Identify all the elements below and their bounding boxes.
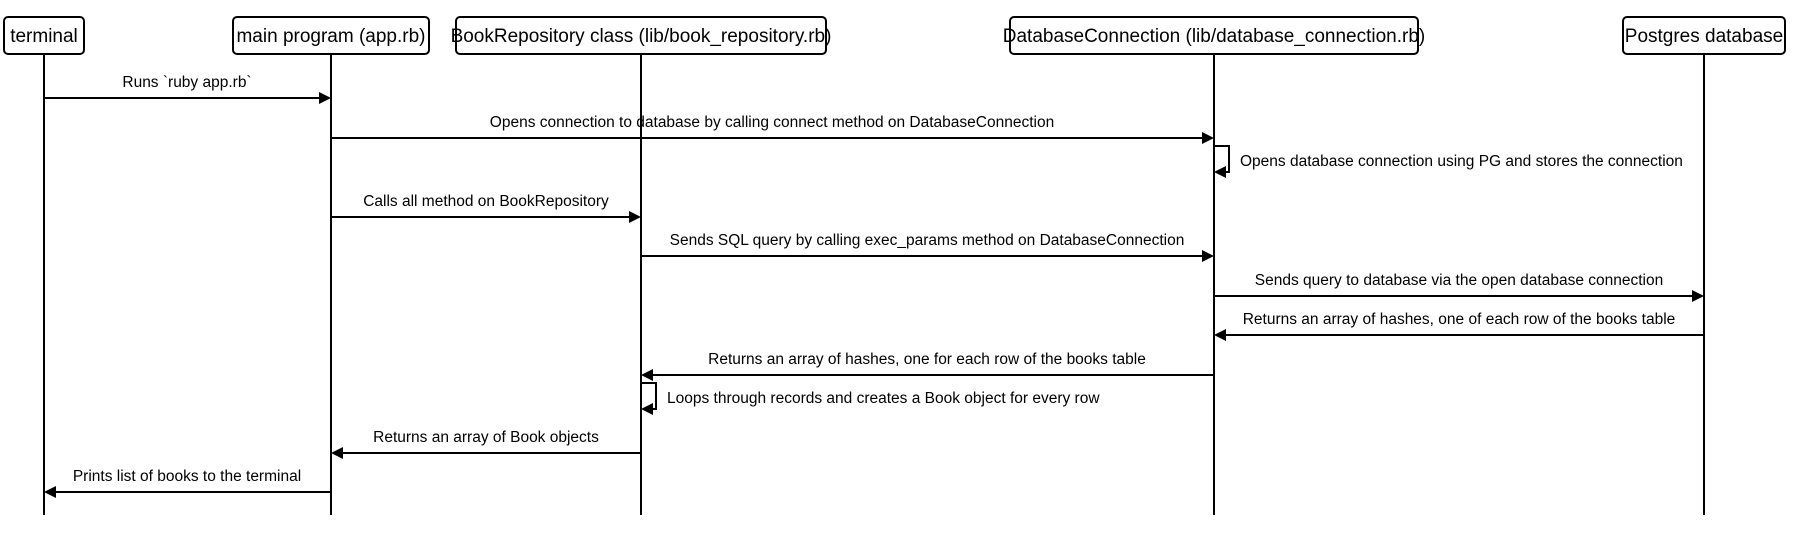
message-print-books: Prints list of books to the terminal — [44, 468, 331, 498]
self-loop-line-loop-records — [641, 382, 657, 410]
arrowhead-return-hashes-repo — [641, 369, 653, 381]
participant-terminal: terminal — [3, 16, 85, 55]
message-label-call-all: Calls all method on BookRepository — [363, 193, 609, 210]
arrowhead-print-books — [44, 486, 56, 498]
participant-app: main program (app.rb) — [232, 16, 430, 55]
participant-postgres: Postgres database — [1622, 16, 1786, 55]
message-label-pg-connect: Opens database connection using PG and s… — [1240, 153, 1683, 170]
participant-label-app: main program (app.rb) — [236, 26, 425, 47]
message-open-connection: Opens connection to database by calling … — [331, 114, 1214, 144]
message-loop-records-self: Loops through records and creates a Book… — [641, 382, 1100, 415]
arrowhead-send-query — [1692, 290, 1704, 302]
arrowhead-return-hashes-db — [1214, 329, 1226, 341]
arrowhead-loop-records — [641, 403, 653, 415]
arrowhead-run-app — [319, 92, 331, 104]
message-call-all: Calls all method on BookRepository — [331, 193, 641, 223]
message-label-return-hashes-repo: Returns an array of hashes, one for each… — [708, 351, 1146, 368]
participant-label-postgres: Postgres database — [1625, 26, 1783, 47]
participant-dbconn: DatabaseConnection (lib/database_connect… — [1003, 16, 1426, 55]
arrowhead-exec-params — [1202, 250, 1214, 262]
participant-label-dbconn: DatabaseConnection (lib/database_connect… — [1003, 26, 1426, 47]
message-label-send-query: Sends query to database via the open dat… — [1255, 272, 1663, 289]
arrowhead-open-connection — [1202, 132, 1214, 144]
message-return-hashes-db: Returns an array of hashes, one of each … — [1214, 311, 1704, 341]
message-return-books: Returns an array of Book objects — [331, 429, 641, 459]
message-label-return-books: Returns an array of Book objects — [373, 429, 599, 446]
participant-label-repo: BookRepository class (lib/book_repositor… — [451, 26, 832, 47]
arrowhead-call-all — [629, 211, 641, 223]
message-send-query: Sends query to database via the open dat… — [1214, 272, 1704, 302]
self-loop-line-pg-connect — [1214, 145, 1230, 173]
message-label-run-app: Runs `ruby app.rb` — [122, 74, 251, 91]
arrowhead-return-books — [331, 447, 343, 459]
message-label-loop-records: Loops through records and creates a Book… — [667, 390, 1100, 407]
participant-repo: BookRepository class (lib/book_repositor… — [451, 16, 832, 55]
message-pg-connect-self: Opens database connection using PG and s… — [1214, 145, 1683, 178]
arrowhead-pg-connect — [1214, 166, 1226, 178]
message-exec-params: Sends SQL query by calling exec_params m… — [641, 232, 1214, 262]
message-label-open-connection: Opens connection to database by calling … — [490, 114, 1054, 131]
message-run-app: Runs `ruby app.rb` — [44, 74, 331, 104]
participant-label-terminal: terminal — [10, 26, 78, 47]
message-return-hashes-repo: Returns an array of hashes, one for each… — [641, 351, 1214, 381]
message-label-exec-params: Sends SQL query by calling exec_params m… — [670, 232, 1185, 249]
message-label-return-hashes-db: Returns an array of hashes, one of each … — [1243, 311, 1676, 328]
message-label-print-books: Prints list of books to the terminal — [73, 468, 301, 485]
